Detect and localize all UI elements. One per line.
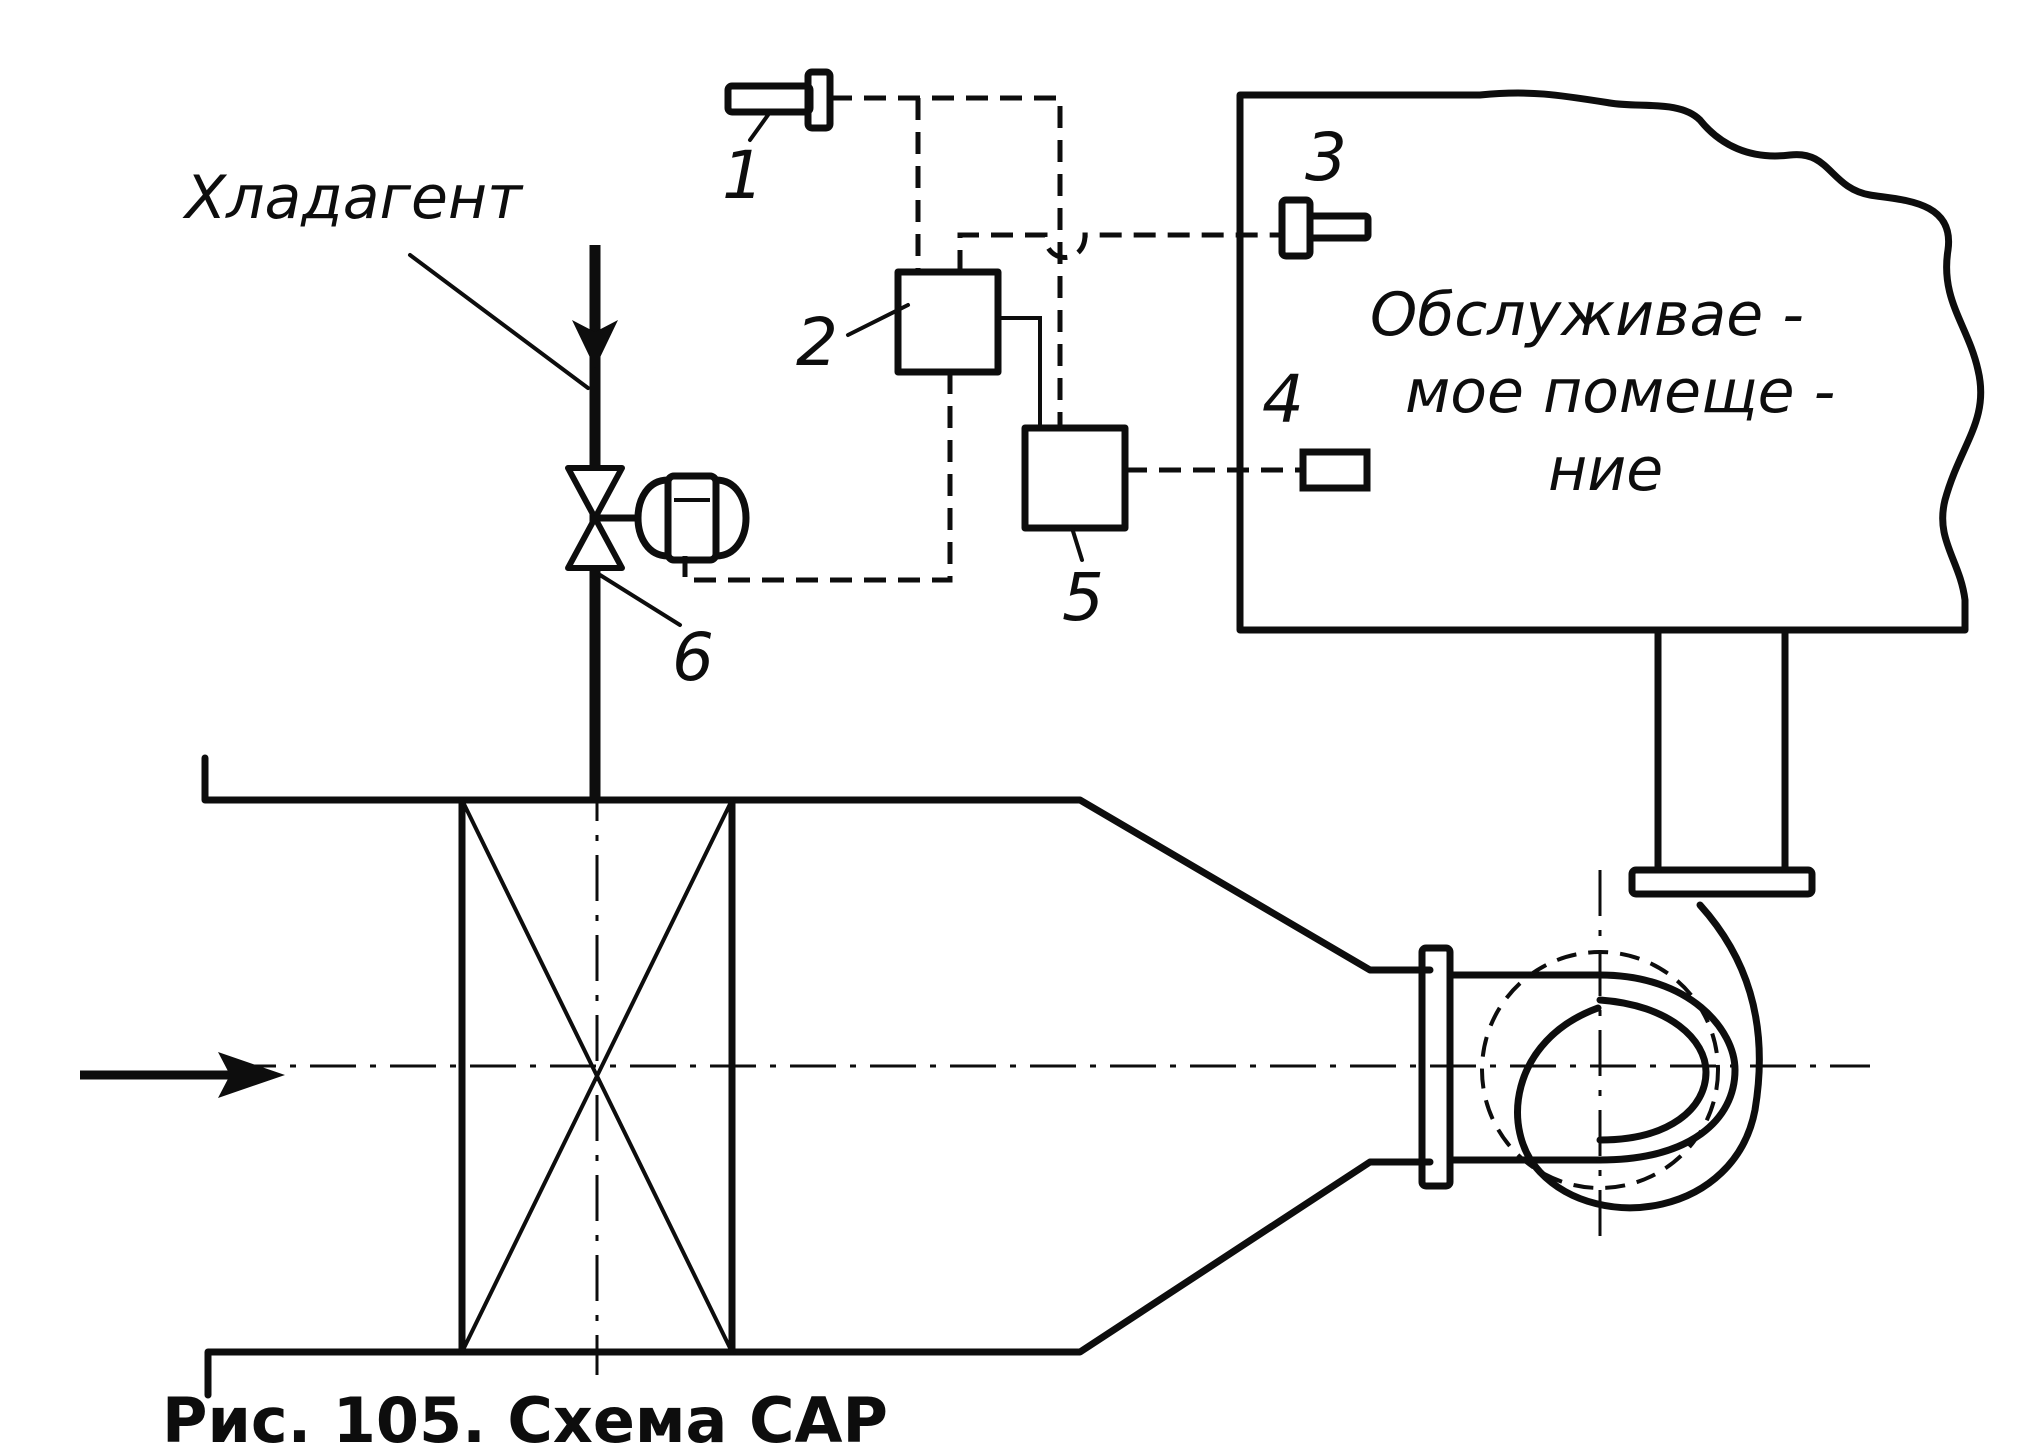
signal-lines bbox=[682, 95, 1303, 583]
controller-2 bbox=[894, 268, 1002, 376]
duct-bottom-wall bbox=[204, 1158, 1434, 1399]
sensor-1-signal bbox=[830, 95, 1063, 428]
controller-link-2-5 bbox=[996, 316, 1042, 430]
room-label-line2: мое помеще - bbox=[1405, 357, 1835, 427]
outlet-duct bbox=[1654, 626, 1789, 874]
controller-5 bbox=[1021, 424, 1129, 532]
room-label-line1: Обслуживае - bbox=[1370, 280, 1804, 350]
room-label-line3: ние bbox=[1548, 435, 1663, 505]
actuator-signal bbox=[682, 372, 953, 583]
air-duct bbox=[80, 754, 1870, 1399]
air-inlet-arrow bbox=[80, 1052, 285, 1098]
actuator-left-cap bbox=[634, 476, 672, 560]
figure-caption: Рис. 105. Схема САР bbox=[162, 1384, 888, 1449]
duct-top-wall bbox=[201, 754, 1434, 974]
sensor-3-signal bbox=[957, 232, 1282, 272]
sensor-1 bbox=[724, 68, 834, 142]
serviced-room-outline bbox=[1236, 89, 1985, 634]
sensor-1-leader bbox=[748, 113, 770, 142]
refrigerant-line bbox=[408, 245, 618, 800]
control-valve-6 bbox=[565, 465, 682, 627]
valve-actuator bbox=[634, 472, 750, 564]
callout-6: 6 bbox=[672, 619, 714, 696]
fan-outlet-flange bbox=[1628, 866, 1816, 898]
fan-inlet-flange bbox=[1418, 944, 1454, 1190]
refrigerant-leader-line bbox=[408, 253, 590, 390]
callout-1: 1 bbox=[722, 137, 764, 214]
fan bbox=[1418, 626, 1816, 1245]
fan-volute-inner bbox=[1596, 971, 1739, 1164]
controller-2-leader bbox=[846, 303, 910, 337]
actuator-body bbox=[664, 472, 720, 564]
callout-5: 5 bbox=[1062, 559, 1104, 636]
controller-5-leader bbox=[1070, 526, 1084, 562]
sensor-4 bbox=[1299, 448, 1371, 492]
actuator-right-cap bbox=[712, 476, 750, 560]
refrigerant-label: Хладагент bbox=[182, 163, 524, 233]
sensor-3 bbox=[1278, 196, 1372, 260]
fan-volute-mid bbox=[1596, 996, 1710, 1144]
callout-2: 2 bbox=[796, 304, 838, 381]
callout-3: 3 bbox=[1305, 119, 1347, 196]
fan-volute-outer bbox=[1514, 901, 1763, 1212]
valve-leader-line bbox=[598, 573, 682, 627]
callout-4: 4 bbox=[1262, 361, 1304, 438]
